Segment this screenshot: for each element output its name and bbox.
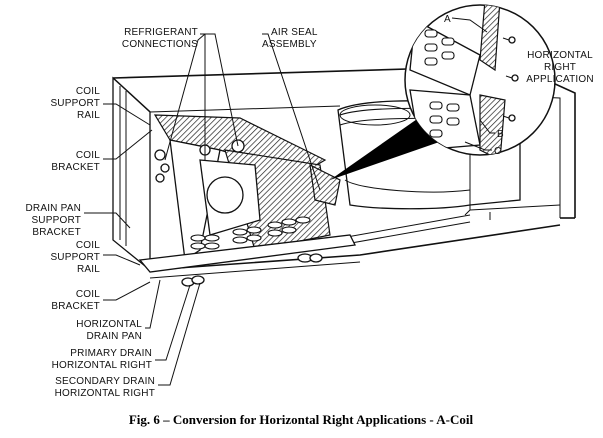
label-detail-a: A <box>444 14 451 25</box>
label-drain-pan-bracket-1: DRAIN PAN <box>25 203 81 214</box>
label-coil-support-rail-bot-1: COIL <box>76 240 100 251</box>
label-refrigerant-line2: CONNECTIONS <box>122 39 198 50</box>
label-coil-support-rail-bot-2: SUPPORT <box>50 252 100 263</box>
label-coil-support-rail-bot-3: RAIL <box>77 264 100 275</box>
label-horiz-right-app-1: HORIZONTAL <box>527 50 593 61</box>
detail-fins <box>424 29 460 138</box>
label-airseal-line1: AIR SEAL <box>271 27 318 38</box>
label-primary-drain-1: PRIMARY DRAIN <box>70 348 152 359</box>
label-coil-support-rail-top-1: COIL <box>76 86 100 97</box>
label-horiz-drain-pan-2: DRAIN PAN <box>86 331 142 342</box>
label-primary-drain-2: HORIZONTAL RIGHT <box>52 360 152 371</box>
label-secondary-drain-1: SECONDARY DRAIN <box>55 376 155 387</box>
label-coil-bracket-top-2: BRACKET <box>51 162 100 173</box>
label-coil-bracket-top-1: COIL <box>76 150 100 161</box>
label-airseal-line2: ASSEMBLY <box>262 39 317 50</box>
label-coil-bracket-bot-1: COIL <box>76 289 100 300</box>
label-secondary-drain-2: HORIZONTAL RIGHT <box>55 388 155 399</box>
detail-callout <box>330 4 556 180</box>
figure-caption: Fig. 6 – Conversion for Horizontal Right… <box>129 412 474 427</box>
label-detail-b: B <box>497 129 504 140</box>
label-coil-support-rail-top-3: RAIL <box>77 110 100 121</box>
label-horiz-right-app-2: RIGHT <box>544 62 576 73</box>
label-drain-pan-bracket-3: BRACKET <box>32 227 81 238</box>
leader-lines <box>84 33 321 386</box>
a-coil <box>138 114 356 287</box>
label-drain-pan-bracket-2: SUPPORT <box>31 215 81 226</box>
label-refrigerant-line1: REFRIGERANT <box>124 27 198 38</box>
coil-fins <box>190 216 311 250</box>
label-coil-bracket-bot-2: BRACKET <box>51 301 100 312</box>
label-coil-support-rail-top-2: SUPPORT <box>50 98 100 109</box>
label-horiz-right-app-3: APPLICATION <box>526 74 594 85</box>
cabinet <box>112 67 576 279</box>
labels: REFRIGERANT CONNECTIONS AIR SEAL ASSEMBL… <box>25 14 593 399</box>
label-detail-c: C <box>494 146 501 157</box>
label-horiz-drain-pan-1: HORIZONTAL <box>76 319 142 330</box>
drain-fittings <box>181 253 323 287</box>
detail-screws <box>502 36 519 122</box>
